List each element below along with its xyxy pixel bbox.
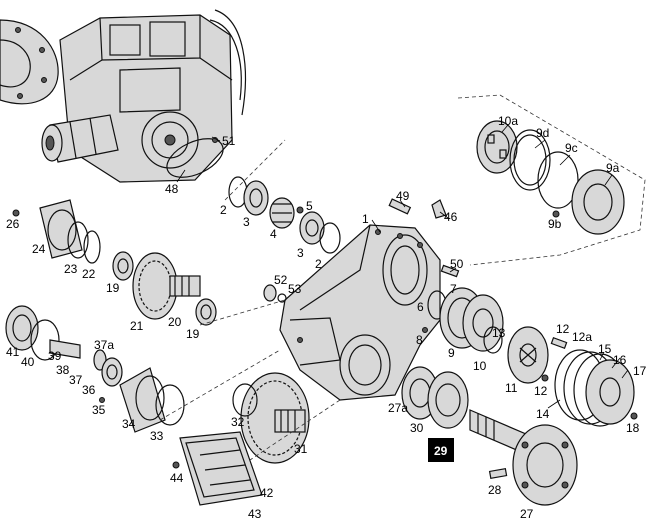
label-26: 26	[6, 217, 20, 231]
pump-assembly	[0, 9, 246, 183]
label-52: 52	[274, 273, 288, 287]
label-35: 35	[92, 403, 106, 417]
cover-group	[172, 372, 310, 506]
label-1: 1	[362, 212, 369, 226]
label-3b: 3	[297, 246, 304, 260]
label-24: 24	[32, 242, 46, 256]
label-9c: 9c	[565, 141, 578, 155]
label-44: 44	[170, 471, 184, 485]
label-49: 49	[396, 189, 410, 203]
label-6: 6	[417, 300, 424, 314]
label-30: 30	[410, 421, 424, 435]
label-3a: 3	[243, 215, 250, 229]
label-12a-suffix: 12a	[572, 330, 592, 344]
label-19a: 19	[106, 281, 120, 295]
label-13: 13	[492, 326, 506, 340]
label-16: 16	[613, 353, 627, 367]
label-11: 11	[505, 381, 518, 395]
label-8: 8	[416, 333, 423, 347]
label-38: 38	[56, 363, 70, 377]
label-4: 4	[270, 227, 277, 241]
label-53: 53	[288, 282, 302, 296]
label-48: 48	[165, 182, 179, 196]
label-23: 23	[64, 262, 78, 276]
label-20: 20	[168, 315, 182, 329]
label-27a: 27a	[388, 401, 408, 415]
bearing-stack	[228, 176, 341, 254]
label-12a: 12	[556, 322, 570, 336]
label-18: 18	[626, 421, 640, 435]
label-2a: 2	[220, 203, 227, 217]
o-ring-48	[166, 138, 224, 178]
label-14: 14	[536, 407, 550, 421]
label-37: 37	[69, 373, 83, 387]
label-39: 39	[48, 349, 62, 363]
label-12b: 12	[534, 384, 548, 398]
clutch-group	[422, 94, 646, 354]
label-21: 21	[130, 319, 144, 333]
label-50: 50	[450, 257, 464, 271]
label-34: 34	[122, 417, 136, 431]
label-10a: 10a	[498, 114, 518, 128]
input-shaft-group	[12, 199, 217, 326]
label-10: 10	[473, 359, 487, 373]
label-29: 29	[434, 444, 448, 458]
label-40: 40	[21, 355, 35, 369]
label-42: 42	[260, 486, 274, 500]
highlight-box	[428, 438, 454, 462]
output-shaft-group	[401, 366, 578, 506]
label-15: 15	[598, 342, 612, 356]
label-2b: 2	[315, 257, 322, 271]
label-41: 41	[6, 345, 20, 359]
label-22: 22	[82, 267, 96, 281]
label-5: 5	[306, 199, 313, 213]
label-9b: 9b	[548, 217, 562, 231]
label-28: 28	[488, 483, 502, 497]
part-labels: 51 48 2 3 4 5 3 2 1 49 46 50 26 24 23 22…	[6, 114, 647, 521]
brake-group	[507, 326, 638, 427]
label-17: 17	[633, 364, 647, 378]
label-9d: 9d	[536, 126, 549, 140]
label-32: 32	[231, 415, 245, 429]
highlight-29[interactable]: 29	[428, 438, 454, 462]
leader-lines	[176, 124, 629, 409]
label-7: 7	[450, 282, 457, 296]
label-33: 33	[150, 429, 164, 443]
label-37a: 37a	[94, 338, 114, 352]
output-cap-group	[5, 305, 185, 433]
label-46: 46	[444, 210, 458, 224]
label-19b: 19	[186, 327, 200, 341]
label-9: 9	[448, 346, 455, 360]
label-27: 27	[520, 507, 534, 521]
label-9a: 9a	[606, 161, 620, 175]
label-43: 43	[248, 507, 262, 521]
label-51: 51	[222, 134, 236, 148]
label-31: 31	[294, 442, 308, 456]
label-36: 36	[82, 383, 96, 397]
transfer-housing	[263, 198, 460, 401]
